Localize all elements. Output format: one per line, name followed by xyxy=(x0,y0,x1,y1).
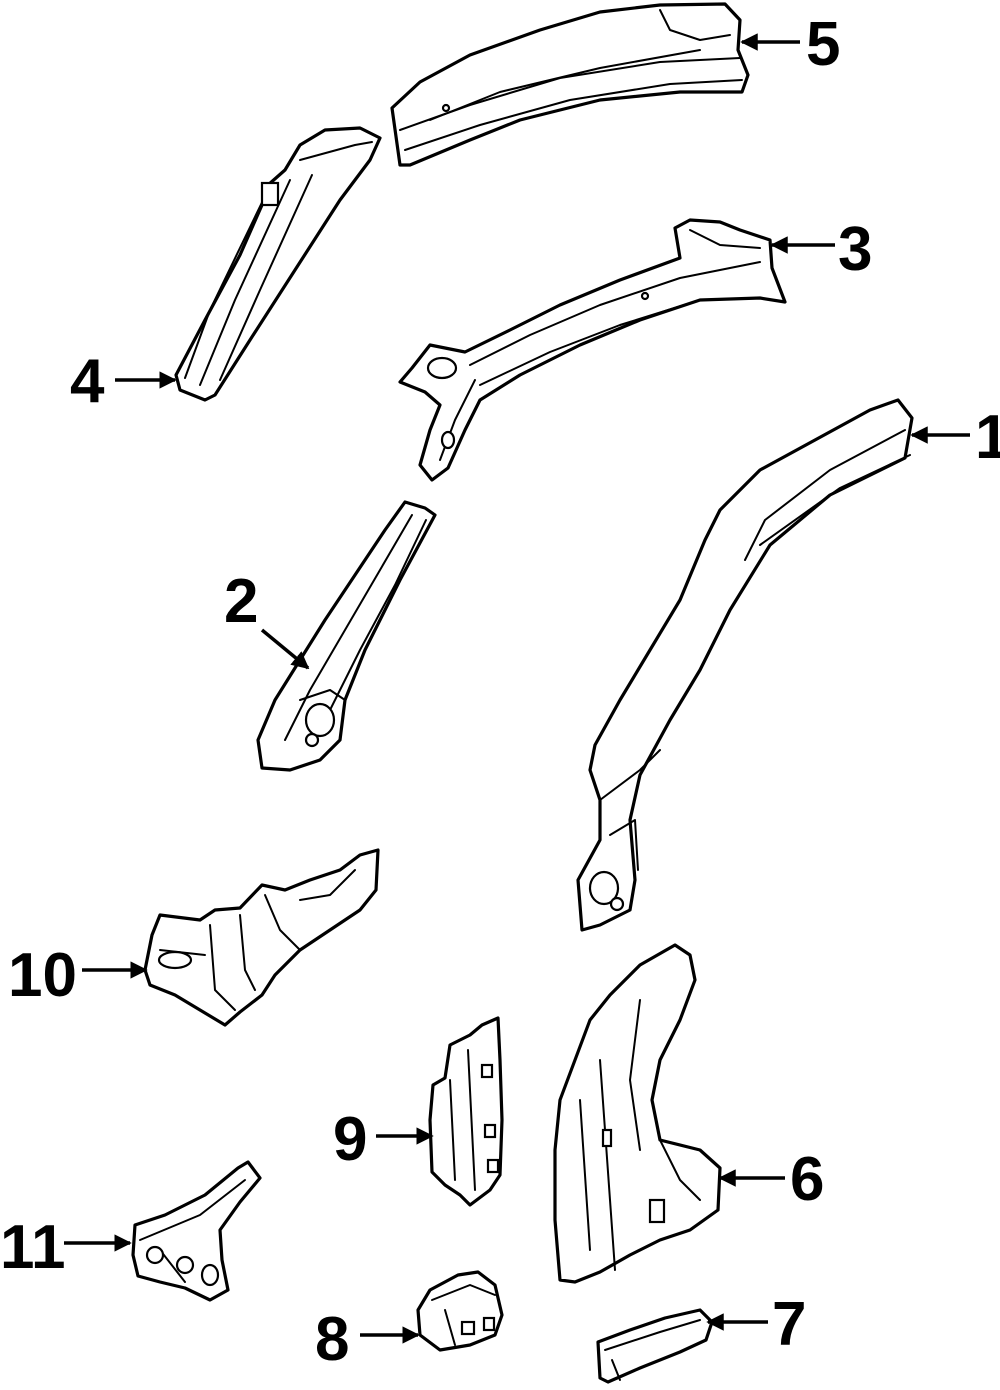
svg-text:4: 4 xyxy=(70,347,105,416)
svg-text:5: 5 xyxy=(806,10,840,79)
svg-text:2: 2 xyxy=(224,567,258,636)
part-6-hinge-pillar-inner[interactable] xyxy=(553,943,722,1284)
svg-text:8: 8 xyxy=(315,1305,349,1374)
callout-9: 9 xyxy=(333,1105,434,1174)
callout-4: 4 xyxy=(70,347,177,416)
svg-text:7: 7 xyxy=(772,1290,806,1359)
callout-5: 5 xyxy=(740,10,840,79)
callout-1: 1 xyxy=(910,403,1000,472)
svg-text:9: 9 xyxy=(333,1105,367,1174)
callout-6: 6 xyxy=(718,1145,824,1214)
part-9-pillar-reinforcement[interactable] xyxy=(428,1016,504,1207)
callout-7: 7 xyxy=(706,1290,806,1359)
callout-3: 3 xyxy=(770,215,872,284)
part-1-center-pillar[interactable] xyxy=(576,398,914,932)
part-10-hinge-bracket[interactable] xyxy=(143,848,380,1027)
svg-text:6: 6 xyxy=(790,1145,824,1214)
part-11-lower-bracket[interactable] xyxy=(131,1160,262,1302)
part-5-roof-rail[interactable] xyxy=(390,2,750,167)
callout-8: 8 xyxy=(315,1305,420,1374)
part-8-bracket[interactable] xyxy=(416,1270,504,1352)
svg-text:1: 1 xyxy=(975,403,1000,472)
part-4-pillar-upper[interactable] xyxy=(174,126,382,402)
callout-10: 10 xyxy=(8,941,148,1010)
svg-text:10: 10 xyxy=(8,941,77,1010)
part-7-sill-extension[interactable] xyxy=(596,1308,714,1384)
part-3-roof-rail-inner[interactable] xyxy=(398,218,787,482)
svg-text:11: 11 xyxy=(0,1213,66,1282)
callout-11: 11 xyxy=(0,1213,132,1282)
part-2-pillar-lower[interactable] xyxy=(256,500,437,772)
callout-2: 2 xyxy=(224,567,310,670)
svg-text:3: 3 xyxy=(838,215,872,284)
